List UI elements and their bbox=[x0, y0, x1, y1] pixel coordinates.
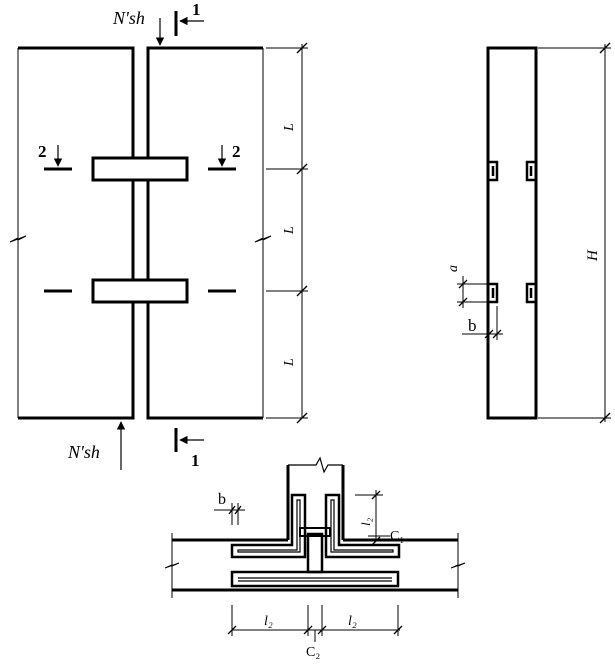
front-elevation bbox=[9, 11, 308, 470]
right-break-symbol bbox=[254, 235, 272, 418]
dim-L-label-1: L bbox=[282, 123, 297, 132]
section-2-left-label: 2 bbox=[38, 142, 47, 161]
side-a-label: a bbox=[446, 265, 461, 272]
dim-b-ticks bbox=[484, 329, 502, 339]
detail-dim-b-ticks bbox=[228, 505, 242, 515]
left-break-symbol bbox=[9, 235, 27, 418]
embedded-parts bbox=[489, 160, 535, 304]
lower-connector-plate bbox=[91, 278, 189, 304]
side-panel bbox=[486, 46, 538, 420]
section-1-top-label: 1 bbox=[192, 0, 201, 19]
detail-dim-l2-ticks bbox=[371, 490, 381, 546]
bottom-plate bbox=[230, 570, 400, 588]
center-top-cap bbox=[299, 527, 331, 537]
detail-l2-vertical-label: l₂ bbox=[358, 517, 373, 526]
detail-b-label: b bbox=[218, 491, 226, 508]
right-embedded-angle bbox=[324, 493, 401, 559]
right-panel bbox=[146, 46, 263, 420]
side-b-label: b bbox=[468, 316, 477, 335]
dim-a-ticks bbox=[458, 279, 468, 307]
left-embedded-angle bbox=[230, 493, 307, 559]
dim-H-ticks bbox=[599, 42, 611, 424]
section-2-right-label: 2 bbox=[232, 142, 241, 161]
force-top-label: N'sh bbox=[112, 8, 145, 28]
left-panel bbox=[18, 46, 135, 420]
right-embedded-inner bbox=[330, 499, 394, 553]
center-stem bbox=[306, 532, 324, 574]
detail-l2-left-label: l₂ bbox=[264, 614, 273, 629]
dim-L-label-3: L bbox=[282, 358, 297, 367]
bottom-plate-inner bbox=[238, 577, 392, 582]
detail-dim-l2-h-ticks bbox=[227, 625, 403, 635]
section-1-bottom-label: 1 bbox=[191, 451, 200, 470]
side-H-label: H bbox=[585, 249, 601, 262]
section-detail bbox=[164, 456, 466, 642]
detail-C2-label: C₂ bbox=[306, 645, 320, 660]
left-embedded-inner bbox=[237, 499, 301, 553]
upper-connector-plate bbox=[91, 156, 189, 182]
web-top-break bbox=[288, 456, 343, 474]
force-bottom-label: N'sh bbox=[67, 442, 100, 462]
slab-right-break bbox=[450, 533, 466, 598]
dim-L-ticks bbox=[296, 42, 308, 424]
slab-left-break bbox=[164, 533, 180, 598]
side-view bbox=[457, 42, 611, 424]
detail-C1-label: C₁ bbox=[390, 529, 404, 544]
detail-l2-right-label: l₂ bbox=[348, 614, 357, 629]
dim-L-label-2: L bbox=[282, 226, 297, 235]
